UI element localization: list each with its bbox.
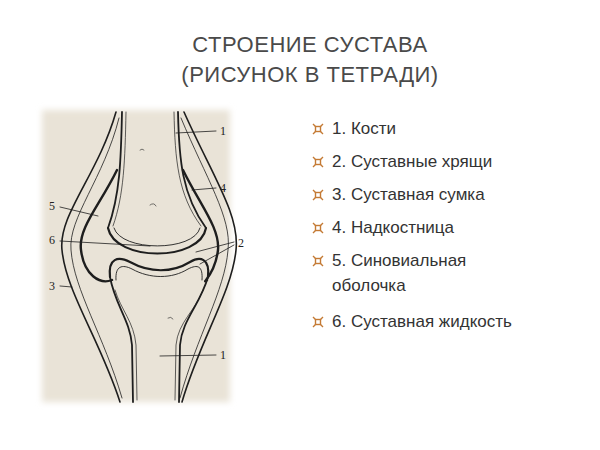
leader-line bbox=[192, 188, 216, 190]
paper-ground bbox=[42, 110, 230, 402]
articular-cartilage bbox=[116, 267, 202, 280]
callout-number: 1 bbox=[220, 125, 226, 138]
bullet-mark bbox=[313, 157, 323, 167]
bullet-mark bbox=[313, 124, 323, 134]
legend-item: 6. Суставная жидкость bbox=[332, 309, 512, 334]
callout-number: 2 bbox=[238, 237, 244, 250]
bullet-mark bbox=[313, 317, 323, 327]
bone-outline bbox=[110, 277, 133, 402]
periosteum bbox=[175, 290, 203, 400]
periosteum bbox=[113, 112, 126, 226]
legend-item: 2. Суставные хрящи bbox=[332, 149, 492, 174]
legend-item: 3. Суставная сумка bbox=[332, 182, 485, 207]
capsule-outline bbox=[182, 112, 236, 402]
bullet-mark bbox=[313, 256, 323, 266]
bullet-mark bbox=[316, 320, 321, 325]
legend-item: 4. Надкостница bbox=[332, 215, 454, 240]
callout-number: 5 bbox=[49, 200, 55, 213]
capsule-layer bbox=[180, 118, 228, 398]
legend-item: 1. Кости bbox=[332, 116, 396, 141]
periosteum bbox=[115, 290, 137, 400]
bullet-mark bbox=[313, 317, 323, 327]
periosteum bbox=[174, 112, 201, 226]
bullet-group bbox=[313, 124, 323, 327]
bullet-mark bbox=[313, 124, 323, 134]
articular-cartilage bbox=[114, 228, 200, 246]
bone-outline bbox=[108, 112, 122, 228]
bullet-mark bbox=[313, 157, 323, 167]
bullet-mark bbox=[313, 223, 323, 233]
bullet-mark bbox=[316, 160, 321, 165]
capsule-outline bbox=[62, 112, 120, 402]
leader-line bbox=[176, 131, 216, 133]
callout-number: 6 bbox=[49, 234, 55, 247]
bullet-mark bbox=[316, 259, 321, 264]
capsule-layer bbox=[71, 118, 122, 398]
bullet-mark bbox=[313, 190, 323, 200]
bullet-mark bbox=[313, 256, 323, 266]
leader-line bbox=[60, 286, 72, 287]
bone-outline bbox=[178, 112, 206, 228]
leader-line bbox=[60, 241, 150, 246]
callout-number: 3 bbox=[49, 280, 55, 293]
legend-item: 5. Синовиальная оболочка bbox=[332, 248, 517, 298]
bullet-mark bbox=[316, 226, 321, 231]
leader-line bbox=[196, 242, 234, 264]
articular-cartilage bbox=[110, 259, 209, 277]
callout-number: 1 bbox=[220, 349, 226, 362]
bullet-mark bbox=[313, 223, 323, 233]
bullet-mark bbox=[316, 127, 321, 132]
slide-title: СТРОЕНИЕ СУСТАВА (РИСУНОК В ТЕТРАДИ) bbox=[150, 30, 470, 90]
leader-line bbox=[160, 355, 216, 356]
articular-cartilage bbox=[108, 228, 206, 254]
bone-texture bbox=[140, 149, 173, 319]
bone-outline bbox=[179, 277, 208, 402]
leader-line bbox=[60, 207, 98, 216]
callout-number: 4 bbox=[220, 182, 226, 195]
bullet-mark bbox=[316, 193, 321, 198]
bullet-mark bbox=[313, 190, 323, 200]
